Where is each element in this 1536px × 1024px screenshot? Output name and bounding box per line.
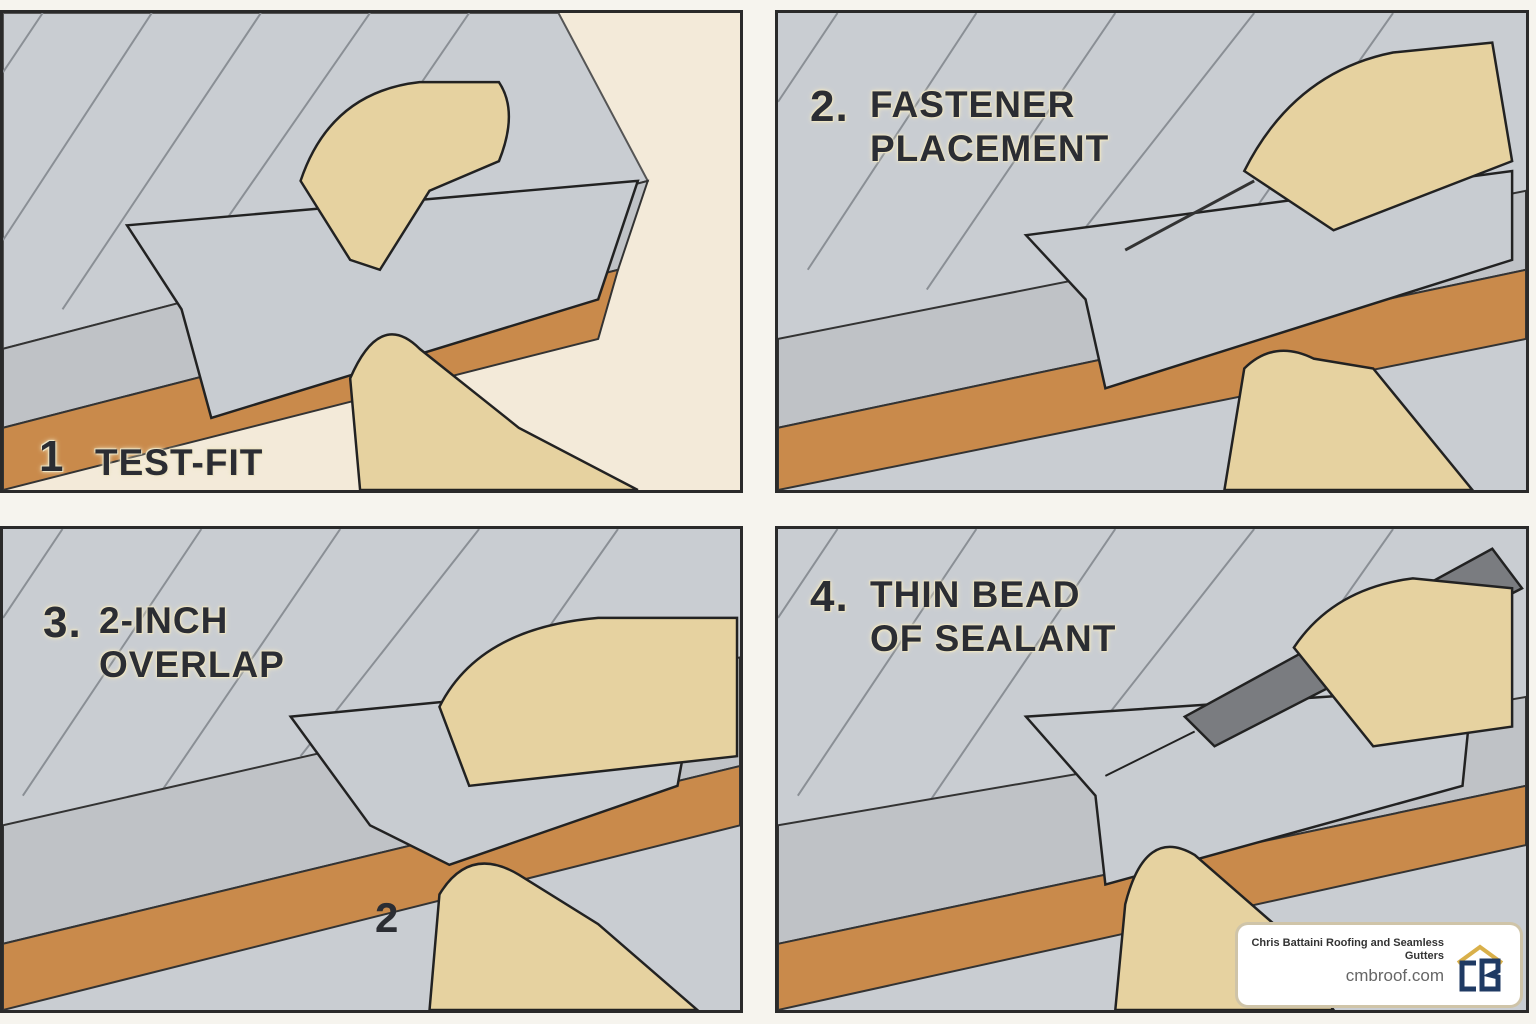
step-number: 2. bbox=[810, 82, 849, 131]
overlap-marker: 2 bbox=[375, 894, 400, 941]
step-title-line-2: OF SEALANT bbox=[870, 618, 1117, 659]
cb-house-logo-icon bbox=[1456, 944, 1504, 992]
step-number: 4. bbox=[810, 572, 849, 621]
step-number: 1 bbox=[39, 432, 65, 481]
step-title-line-1: THIN BEAD bbox=[870, 574, 1081, 615]
step-title: TEST-FIT bbox=[95, 442, 264, 483]
step-title-line-2: PLACEMENT bbox=[870, 128, 1110, 169]
step-3-panel: 3. 2-INCH OVERLAP 2 bbox=[0, 526, 743, 1013]
step-1-panel: 1 TEST-FIT bbox=[0, 10, 743, 493]
step-number: 3. bbox=[43, 598, 82, 647]
step-title-line-1: 2-INCH bbox=[99, 600, 229, 641]
step-2-panel: 2. FASTENER PLACEMENT bbox=[775, 10, 1529, 493]
overlap-illustration bbox=[3, 529, 740, 1010]
brand-badge: Chris Battaini Roofing and Seamless Gutt… bbox=[1238, 925, 1520, 1005]
gutter-test-fit-illustration bbox=[3, 13, 740, 490]
company-website[interactable]: cmbroof.com bbox=[1345, 966, 1444, 986]
step-title-line-1: FASTENER bbox=[870, 84, 1076, 125]
company-name: Chris Battaini Roofing and Seamless Gutt… bbox=[1251, 937, 1444, 962]
fastener-placement-illustration bbox=[778, 13, 1526, 490]
step-title-line-2: OVERLAP bbox=[99, 644, 285, 685]
